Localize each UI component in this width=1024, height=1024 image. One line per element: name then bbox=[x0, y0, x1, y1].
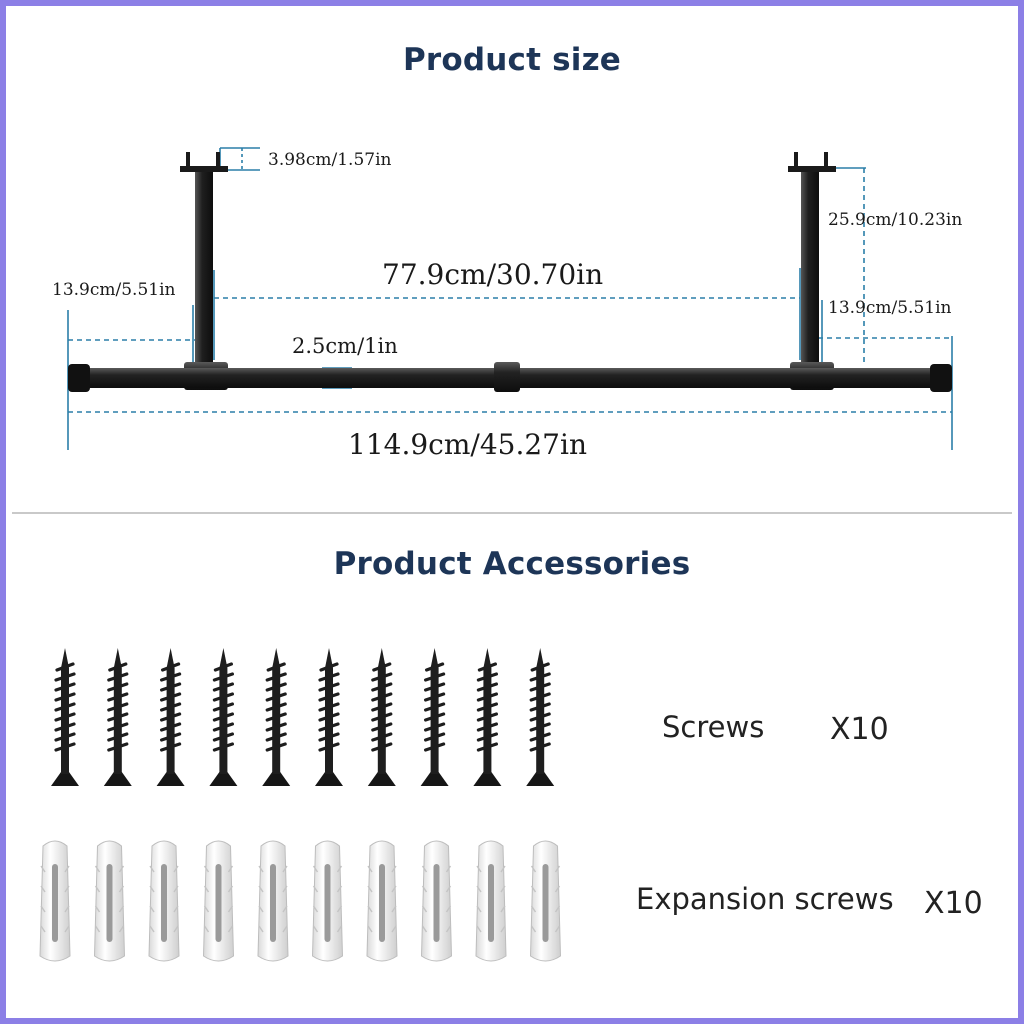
pipe-diameter-label: 2.5cm/1in bbox=[292, 334, 398, 358]
wall-anchor-icon bbox=[311, 840, 344, 962]
pipe-rack-diagram bbox=[67, 147, 953, 450]
total-length-label: 114.9cm/45.27in bbox=[348, 428, 587, 461]
section-divider bbox=[12, 512, 1012, 514]
screw-icon bbox=[524, 646, 556, 788]
screw-row bbox=[49, 646, 556, 788]
screw-icon bbox=[207, 646, 239, 788]
wall-anchor-icon bbox=[148, 840, 180, 962]
product-size-title: Product size bbox=[402, 42, 622, 78]
screw-icon bbox=[313, 646, 345, 788]
screws-label: Screws bbox=[662, 710, 765, 744]
left-overhang-label: 13.9cm/5.51in bbox=[52, 280, 176, 300]
inner-span-label: 77.9cm/30.70in bbox=[382, 258, 604, 291]
wall-anchor-icon bbox=[257, 840, 289, 962]
product-accessories-title: Product Accessories bbox=[333, 546, 691, 582]
expansion-screws-quantity: X10 bbox=[924, 886, 983, 921]
wall-anchor-icon bbox=[366, 840, 398, 962]
horizontal-pipe bbox=[68, 362, 952, 392]
wall-anchor-icon bbox=[202, 840, 235, 962]
wall-anchor-row bbox=[39, 840, 562, 962]
screw-icon bbox=[49, 646, 81, 788]
screw-icon bbox=[260, 646, 292, 788]
expansion-screws-label: Expansion screws bbox=[636, 882, 894, 916]
screw-icon bbox=[155, 646, 187, 788]
right-overhang-label: 13.9cm/5.51in bbox=[828, 298, 952, 318]
flange-width-label: 3.98cm/1.57in bbox=[268, 150, 392, 170]
wall-anchor-icon bbox=[529, 840, 562, 962]
wall-anchor-icon bbox=[39, 840, 71, 962]
wall-anchor-icon bbox=[475, 840, 507, 962]
screw-icon bbox=[366, 646, 398, 788]
wall-anchor-icon bbox=[93, 840, 126, 962]
post-height-label: 25.9cm/10.23in bbox=[828, 210, 963, 230]
screw-icon bbox=[419, 646, 451, 788]
screw-icon bbox=[102, 646, 134, 788]
wall-anchor-icon bbox=[420, 840, 453, 962]
screws-quantity: X10 bbox=[830, 712, 889, 747]
screw-icon bbox=[471, 646, 503, 788]
